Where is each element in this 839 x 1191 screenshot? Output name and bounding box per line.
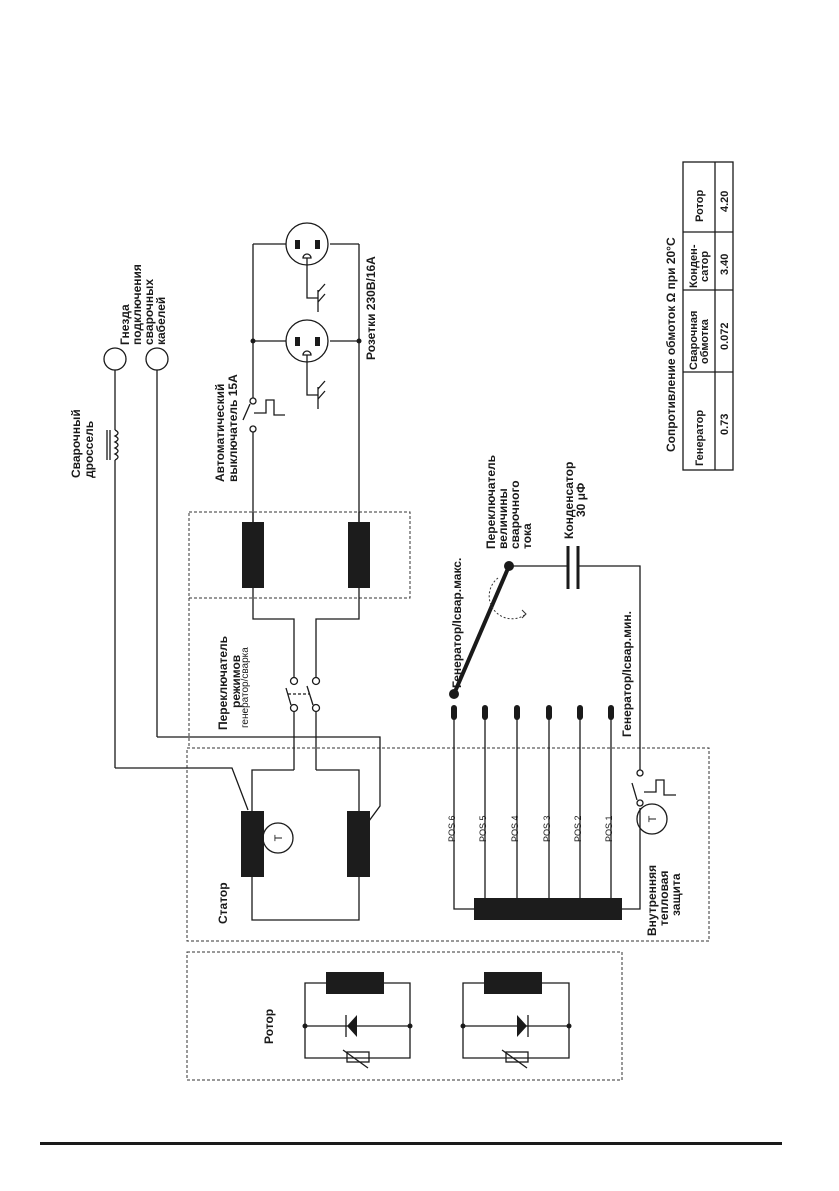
table-value-welding: 0.072 [719, 322, 731, 350]
pos-label: POS 4 [510, 815, 520, 842]
mode-switch-sublabel: генератор/сварка [240, 647, 251, 728]
thermal-protection-icon [631, 769, 676, 835]
rotor-circuit-1 [302, 972, 413, 1069]
generator-winding-box [188, 511, 411, 599]
stator-coil-1 [241, 811, 264, 877]
table-header-generator: Генератор [694, 410, 706, 466]
rotor-label: Ротор [262, 1009, 276, 1044]
tap-contact-5 [482, 705, 488, 720]
rotor-circuit-2 [460, 972, 572, 1069]
capacitor-label: Конденсатор30 μФ [562, 462, 588, 539]
welding-sockets-label: Гнездаподключениясварочныхкабелей [118, 264, 168, 345]
current-switch-label: Переключательвеличинысварочноготока [484, 455, 534, 549]
stator-thermal-sensor-icon [262, 822, 294, 854]
tap-contact-6 [451, 705, 457, 720]
circuit-breaker-icon [242, 397, 285, 540]
junction-dot [356, 338, 362, 344]
breaker-label: Автоматическийвыключатель 15А [213, 374, 240, 482]
stator-box [186, 747, 710, 942]
capacitor-icon [566, 546, 580, 589]
pos-label: POS 2 [573, 815, 583, 842]
generator-coil-2 [348, 522, 370, 588]
pos-label: POS 5 [478, 815, 488, 842]
thermal-sensor-symbol: T [647, 815, 659, 822]
welding-socket-1-icon [103, 347, 127, 371]
mode-switch-icon [285, 676, 321, 713]
stator-coil-2 [347, 811, 370, 877]
outlets-label: Розетки 230В/16А [364, 256, 378, 360]
rotor-box [186, 951, 623, 1081]
tap-contact-4 [514, 705, 520, 720]
table-value-rotor: 4.20 [719, 191, 731, 212]
table-header-rotor: Ротор [694, 190, 706, 222]
stator-label: Статор [216, 882, 230, 924]
table-value-capacitor: 3.40 [719, 254, 731, 275]
generator-coil-1 [242, 522, 264, 588]
welding-choke [106, 370, 119, 768]
outlet-1-icon [285, 222, 329, 312]
table-header-capacitor: Конден-сатор [688, 244, 711, 288]
mode-switch-label: Переключательрежимов [216, 636, 243, 730]
current-selector-switch-icon [449, 561, 527, 699]
tap-contact-3 [546, 705, 552, 720]
resistance-table [682, 161, 734, 471]
tap-contact-2 [577, 705, 583, 720]
thermal-protection-label: Внутренняятепловаязащита [645, 865, 683, 936]
pos-label: POS 6 [447, 815, 457, 842]
gen-min-label: Генератор/Iсвар.мин. [620, 611, 634, 737]
welding-socket-2-icon [145, 347, 169, 371]
gen-max-label: Генератор/Iсвар.макс. [450, 558, 464, 688]
position-taps [451, 705, 614, 898]
table-value-generator: 0.73 [719, 414, 731, 435]
pos-label: POS 1 [604, 815, 614, 842]
footer-rule [40, 1142, 782, 1145]
pos-label: POS 3 [542, 815, 552, 842]
tap-contact-1 [608, 705, 614, 720]
auxiliary-winding [474, 898, 622, 920]
choke-label: Сварочныйдроссель [69, 409, 96, 478]
junction-dot [250, 338, 256, 344]
table-header-welding: Сварочнаяобмотка [688, 311, 711, 370]
outlet-2-icon [285, 319, 329, 409]
stator-sensor-symbol: T [273, 834, 285, 841]
table-title: Сопротивление обмоток Ω при 20°С [664, 237, 678, 452]
